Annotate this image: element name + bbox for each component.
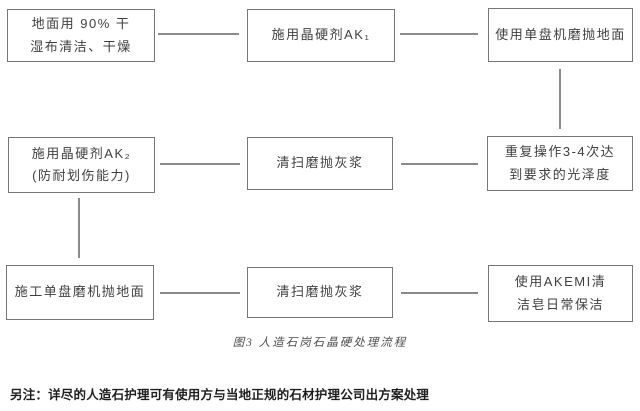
flow-step-line: 使用单盘机磨抛地面 [495, 26, 626, 42]
flow-step-clean-floor: 地面用 90% 干 湿布清洁、干燥 [7, 9, 155, 62]
figure-caption: 图3 人造石岗石晶硬处理流程 [232, 337, 408, 349]
flow-step-repeat-3-4-times: 重复操作3-4次达 到要求的光泽度 [487, 136, 633, 191]
flow-step-apply-ak2: 施用晶硬剂AK₂ (防耐划伤能力) [8, 137, 155, 193]
flow-step-line: 重复操作3-4次达 [504, 144, 616, 160]
flow-step-line: 清扫磨抛灰浆 [276, 284, 364, 300]
connector-sweep-polish-slurry-2-to-akemi-daily-clean [401, 292, 478, 294]
flow-step-construct-single-disc-polish: 施工单盘磨机抛地面 [6, 265, 154, 320]
flow-step-line: 使用AKEMI清 [514, 274, 607, 290]
flow-step-line: 到要求的光泽度 [509, 166, 611, 182]
connector-apply-ak2-to-construct-single-disc-polish [78, 198, 80, 258]
flow-step-sweep-polish-slurry-1: 清扫磨抛灰浆 [247, 137, 393, 190]
flow-step-single-disc-polish-floor: 使用单盘机磨抛地面 [488, 8, 633, 62]
flow-step-line: 洁皂日常保洁 [516, 296, 604, 312]
flow-step-line: (防耐划伤能力) [32, 168, 131, 183]
flow-step-line: 湿布清洁、干燥 [30, 38, 132, 54]
flow-step-line: 地面用 90% 干 [31, 16, 131, 32]
connector-repeat-3-4-times-to-sweep-polish-slurry-1 [401, 163, 478, 165]
flow-step-line: 施工单盘磨机抛地面 [14, 284, 146, 300]
connector-apply-ak1-to-single-disc-polish-floor [400, 33, 478, 35]
flow-step-apply-ak1: 施用晶硬剂AK₁ [247, 9, 395, 62]
connector-sweep-polish-slurry-1-to-apply-ak2 [160, 163, 240, 165]
flow-step-akemi-daily-clean: 使用AKEMI清 洁皂日常保洁 [488, 265, 633, 322]
flow-step-sweep-polish-slurry-2: 清扫磨抛灰浆 [247, 267, 393, 318]
flow-step-line: 清扫磨抛灰浆 [276, 155, 364, 171]
flow-step-line: 施用晶硬剂AK₁ [271, 27, 371, 43]
footnote: 另注：详尽的人造石护理可有使用方与当地正规的石材护理公司出方案处理 [10, 388, 430, 402]
flow-step-line: 施用晶硬剂AK₂ [31, 145, 132, 161]
connector-clean-floor-to-apply-ak1 [158, 33, 239, 35]
connector-construct-single-disc-polish-to-sweep-polish-slurry-2 [160, 292, 240, 294]
connector-single-disc-polish-floor-to-repeat-3-4-times [559, 69, 561, 129]
